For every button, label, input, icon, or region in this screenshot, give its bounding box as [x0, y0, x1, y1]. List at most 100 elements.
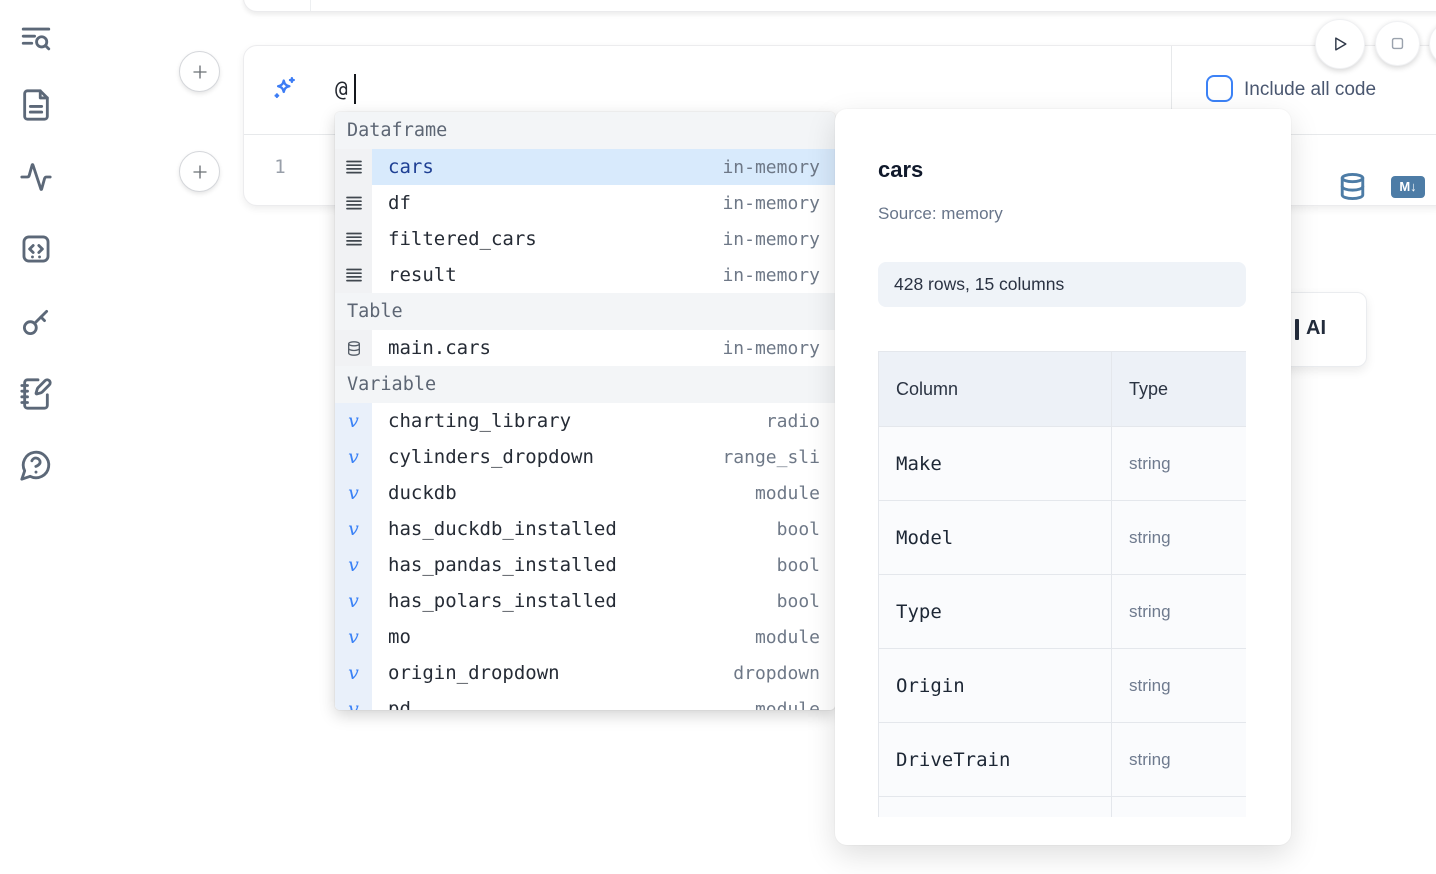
preview-shape-badge: 428 rows, 15 columns	[878, 262, 1246, 307]
completion-name: mo	[388, 626, 411, 648]
schema-column-cell: DriveTrain	[878, 722, 1112, 797]
plus-icon	[192, 164, 207, 179]
completion-item[interactable]: df in-memory	[335, 185, 835, 221]
completion-name: cylinders_dropdown	[388, 446, 594, 468]
completion-name: cars	[388, 156, 434, 178]
completion-item[interactable]: v has_pandas_installed bool	[335, 547, 835, 583]
dataframe-icon	[335, 221, 372, 257]
completion-name: charting_library	[388, 410, 572, 432]
schema-type-cell: string	[1111, 722, 1246, 797]
completion-type: in-memory	[722, 337, 820, 359]
completion-item[interactable]: filtered_cars in-memory	[335, 221, 835, 257]
completion-type: bool	[776, 518, 820, 540]
sidebar	[0, 0, 72, 874]
preview-title: cars	[878, 157, 924, 182]
include-all-code-checkbox[interactable]	[1206, 75, 1233, 102]
schema-type-cell: string	[1111, 500, 1246, 575]
activity-icon[interactable]	[19, 160, 53, 194]
completion-item[interactable]: main.cars in-memory	[335, 330, 835, 366]
schema-column-cell: Origin	[878, 648, 1112, 723]
completion-type: radio	[765, 410, 820, 432]
completion-item[interactable]: v has_polars_installed bool	[335, 583, 835, 619]
completion-name: origin_dropdown	[388, 662, 560, 684]
dataframe-icon	[335, 185, 372, 221]
completion-type: in-memory	[722, 264, 820, 286]
table-of-contents-search-icon[interactable]	[19, 22, 53, 56]
dataframe-icon	[335, 257, 372, 293]
completion-name: has_pandas_installed	[388, 554, 617, 576]
code-snippets-icon[interactable]	[19, 232, 53, 266]
schema-column-cell: Type	[878, 574, 1112, 649]
schema-type-cell: string	[1111, 648, 1246, 723]
schema-type-cell: string	[1111, 426, 1246, 501]
schema-row	[878, 796, 1246, 817]
completion-section-variable: Variable	[335, 366, 835, 403]
completion-name: pd	[388, 698, 411, 710]
run-cell-button[interactable]	[1315, 19, 1365, 69]
completion-name: filtered_cars	[388, 228, 537, 250]
completion-type: dropdown	[733, 662, 820, 684]
completion-type: bool	[776, 590, 820, 612]
stop-cell-button[interactable]	[1375, 21, 1420, 66]
variable-icon: v	[335, 439, 372, 475]
ai-prompt-input[interactable]: @	[335, 77, 348, 101]
preview-source: Source: memory	[878, 204, 1003, 223]
scratchpad-notebook-pen-icon[interactable]	[19, 377, 53, 411]
table-icon	[335, 330, 372, 366]
variable-icon: v	[335, 691, 372, 710]
variable-icon: v	[335, 547, 372, 583]
completion-type: in-memory	[722, 228, 820, 250]
markdown-icon[interactable]: M↓	[1391, 176, 1425, 198]
play-icon	[1335, 37, 1347, 51]
completion-section-table: Table	[335, 293, 835, 330]
completion-name: has_polars_installed	[388, 590, 617, 612]
input-divider	[1171, 46, 1172, 134]
completion-type: bool	[776, 554, 820, 576]
help-chat-icon[interactable]	[19, 448, 53, 482]
add-cell-below-button[interactable]	[179, 151, 220, 192]
schema-column-cell	[878, 796, 1112, 817]
variable-icon: v	[335, 583, 372, 619]
database-icon[interactable]	[1338, 171, 1367, 202]
completion-item[interactable]: result in-memory	[335, 257, 835, 293]
dataframe-preview-panel: cars Source: memory 428 rows, 15 columns…	[835, 109, 1291, 845]
key-icon[interactable]	[19, 305, 53, 339]
variable-icon: v	[335, 511, 372, 547]
variable-icon: v	[335, 475, 372, 511]
completion-type: in-memory	[722, 192, 820, 214]
previous-cell-divider	[310, 0, 311, 11]
completion-type: module	[754, 482, 820, 504]
editor-line-number: 1	[274, 156, 286, 178]
schema-type-cell: string	[1111, 574, 1246, 649]
ai-sparkle-icon	[270, 75, 300, 105]
add-cell-above-button[interactable]	[179, 51, 220, 92]
completion-name: result	[388, 264, 457, 286]
schema-column-cell: Make	[878, 426, 1112, 501]
completion-item[interactable]: v pd module	[335, 691, 835, 710]
previous-cell-edge	[243, 0, 1436, 12]
completion-type: module	[754, 698, 820, 711]
file-text-icon[interactable]	[19, 88, 53, 122]
completion-name: df	[388, 192, 411, 214]
dataframe-icon	[335, 149, 372, 185]
include-all-code-label: Include all code	[1244, 79, 1377, 100]
completion-section-dataframe: Dataframe	[335, 112, 835, 149]
completion-name: main.cars	[388, 337, 491, 359]
